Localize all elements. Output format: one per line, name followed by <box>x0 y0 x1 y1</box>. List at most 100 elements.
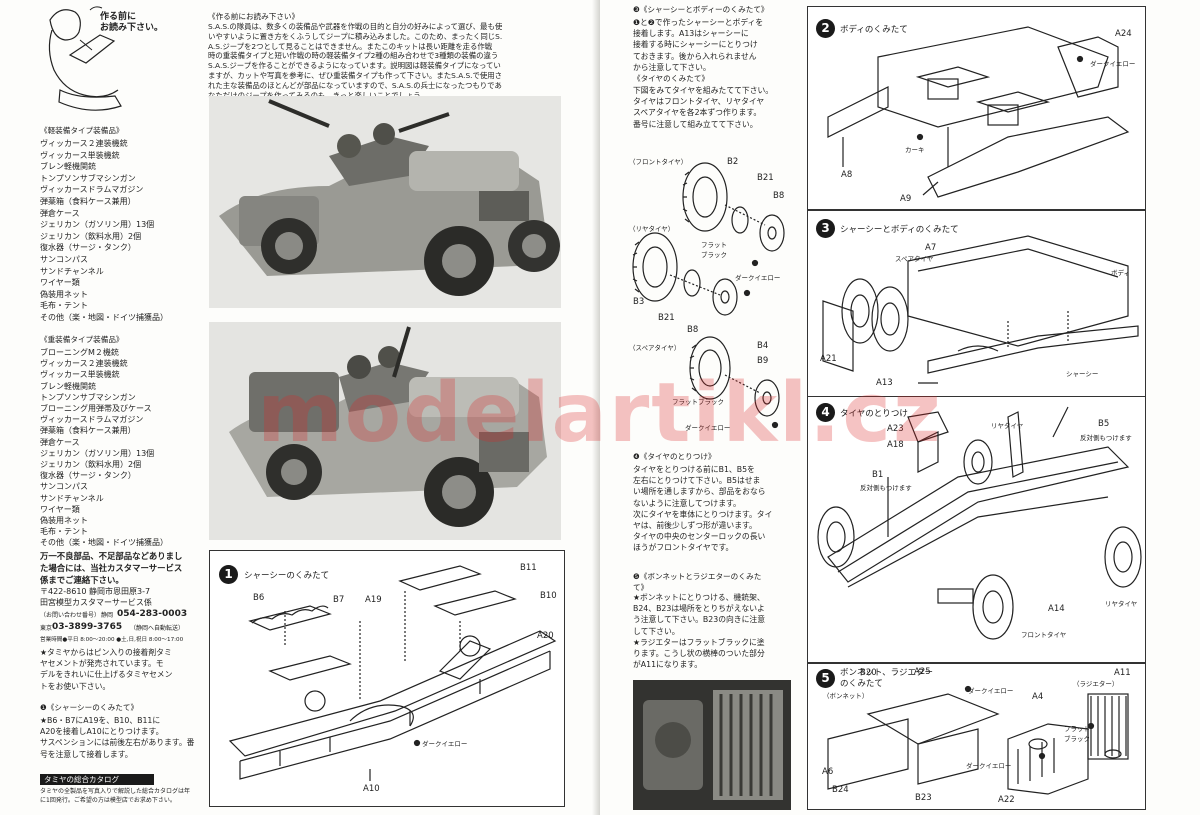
heavy-equipment-list: ブローニングM２機銃 ヴィッカース２連装機銃 ヴィッカース単装機銃 ブレン軽機関… <box>40 348 168 548</box>
header-note: 作る前に お読み下さい。 <box>100 12 164 33</box>
intro-title: 《作る前にお読み下さい》 <box>208 12 300 21</box>
step5-label-radiator: （ラジエター） <box>1073 680 1119 688</box>
step2-label-dark-yellow: ダークイエロー <box>1090 60 1136 68</box>
step1-text-title: ❶《シャーシーのくみたて》 <box>40 703 139 712</box>
label-b11: B11 <box>520 563 537 573</box>
step4-label-a14: A14 <box>1048 604 1065 614</box>
step4-number: 4 <box>816 403 835 422</box>
tire-label-b21b: B21 <box>658 313 675 323</box>
step2-panel: 2 ボディのくみたて A24 ダークイエロー カーキ A8 A9 <box>807 6 1146 210</box>
step4-label-b5-note: 反対側もつけます <box>1080 434 1132 442</box>
step5-label-a22: A22 <box>998 795 1015 805</box>
step3-text-title: ❸《シャーシーとボディーのくみたて》 <box>633 5 769 14</box>
light-equipment-title: 《軽装備タイプ装備品》 <box>40 126 124 135</box>
light-equipment-jeep-photo <box>209 96 561 308</box>
bonnet-radiator-drawing <box>827 685 1129 795</box>
step1-number: 1 <box>219 565 238 584</box>
catalog-title-bar: タミヤの総合カタログ <box>40 774 154 785</box>
step5-label-bonnet: （ボンネット） <box>823 692 869 700</box>
tire-assembly-body: 下図をみてタイヤを組みたてて下さい。 タイヤはフロントタイヤ、リヤタイヤ スペア… <box>633 86 774 129</box>
cement-note: ★タミヤからはピン入りの接着剤タミ ヤセメントが発売されています。モ デルをきれ… <box>40 648 173 691</box>
step5-label-dark-yellow-bottom: ダークイエロー <box>966 762 1012 770</box>
step5-panel: 5 ボンネット、ラジエター のくみたて （ボンネット） B20 A25 ダークイ… <box>807 663 1146 810</box>
step4-panel: 4 タイヤのとりつけ A23 A18 リヤタイヤ B5 反対側もつけま <box>807 396 1146 663</box>
tire-label-dark-yellow-a: ダークイエロー <box>735 274 781 282</box>
step4-label-a23: A23 <box>887 424 904 434</box>
spare-tire-label: （スペアタイヤ） <box>629 344 681 352</box>
step4-text-title: ❹《タイヤのとりつけ》 <box>633 452 716 461</box>
step4-title: タイヤのとりつけ <box>840 409 908 419</box>
label-b6: B6 <box>253 593 265 603</box>
label-a20: A20 <box>537 631 554 641</box>
rear-tire-label: （リヤタイヤ） <box>629 225 675 233</box>
tire-label-b21a: B21 <box>757 173 774 183</box>
tire-assembly-title: 《タイヤのくみたて》 <box>633 74 710 83</box>
step4-label-rear-tire-top: リヤタイヤ <box>991 422 1024 430</box>
step2-label-a9: A9 <box>900 194 912 204</box>
step3-label-a13: A13 <box>876 378 893 388</box>
phone-tokyo-label: 東京 <box>40 625 53 632</box>
phone-shizuoka[interactable]: 054-283-0003 <box>117 609 188 619</box>
tire-label-flat-black-b: フラットブラック <box>672 398 724 406</box>
tire-label-b8a: B8 <box>773 191 785 201</box>
step4-label-b1-note: 反対側もつけます <box>860 484 912 492</box>
tire-label-b8b: B8 <box>687 325 699 335</box>
step5-text-title: ❺《ボンネットとラジエターのくみた て》 <box>633 572 762 592</box>
step4-label-b5: B5 <box>1098 419 1110 429</box>
step2-number: 2 <box>816 19 835 38</box>
step5-label-a6: A6 <box>822 767 834 777</box>
phone-shizuoka-label: 静岡 <box>101 612 114 619</box>
heavy-equipment-title: 《重装備タイプ装備品》 <box>40 335 124 344</box>
step5-label-b23: B23 <box>915 793 932 803</box>
step2-label-khaki: カーキ <box>905 146 925 154</box>
right-page: ❸《シャーシーとボディーのくみたて》 ❶と❷で作ったシャーシーとボディを 接着し… <box>600 0 1200 815</box>
step5-number: 5 <box>816 669 835 688</box>
step4-label-a18: A18 <box>887 440 904 450</box>
label-a10: A10 <box>363 784 380 794</box>
step5-label-flat-black: フラット ブラック <box>1064 725 1090 743</box>
step5-label-b20: B20 <box>860 668 877 678</box>
step3-label-a7: A7 <box>925 243 937 253</box>
step2-label-a8: A8 <box>841 170 853 180</box>
catalog-title: タミヤの総合カタログ <box>44 775 119 784</box>
missing-parts-note: 万一不良部品、不足部品などありまし た場合には、当社カスタマーサービス 係までご… <box>40 551 183 585</box>
step5-text-body: ★ボンネットにとりつける、機銃架、 B24、B23は場所をとりちがえないよ う注… <box>633 593 765 670</box>
step3-text-body: ❶と❷で作ったシャーシーとボディを 接着します。A13はシャーシーに 接着する時… <box>633 18 764 72</box>
step2-title: ボディのくみたて <box>840 25 908 35</box>
step1-title: シャーシーのくみたて <box>244 571 330 581</box>
tire-mounting-drawing <box>817 406 1142 640</box>
step3-panel: 3 シャーシーとボディのくみたて A7 スペアタイヤ ボディ A21 A13 シ… <box>807 210 1146 397</box>
phone-tokyo[interactable]: 03-3899-3765 <box>52 622 123 632</box>
tire-label-b9: B9 <box>757 356 769 366</box>
label-b10: B10 <box>540 591 557 601</box>
step1-text-body: ★B6・B7にA19を、B10、B11に A20を接着しA10にとりつけます。 … <box>40 716 195 759</box>
phone-note-prefix: （お問い合わせ番号） <box>40 612 101 619</box>
heavy-equipment-jeep-photo <box>209 322 561 540</box>
step3-label-a21: A21 <box>820 354 837 364</box>
step3-number: 3 <box>816 219 835 238</box>
tire-assembly-drawing <box>632 162 785 429</box>
step3-label-spare-tire: スペアタイヤ <box>895 255 934 263</box>
step5-label-dark-yellow-top: ダークイエロー <box>968 687 1014 695</box>
step4-text-body: タイヤをとりつける前にB1、B5を 左右にとりつけて下さい。B5はせま い場所を… <box>633 465 773 553</box>
label-dark-yellow: ダークイエロー <box>422 740 468 748</box>
label-b7: B7 <box>333 595 345 605</box>
tire-label-b3: B3 <box>633 297 645 307</box>
left-page: 作る前に お読み下さい。 《作る前にお読み下さい》 S.A.S.の隊員は、数多く… <box>40 6 565 807</box>
step4-label-rear-tire-right: リヤタイヤ <box>1105 600 1138 608</box>
business-hours: 営業時間●平日 8:00〜20:00 ●土,日,祝日 8:00〜17:00 <box>40 637 184 643</box>
tire-label-flat-black-a: フラット ブラック <box>701 241 727 259</box>
service-name: 田宮模型カスタマーサービス係 <box>40 598 152 607</box>
step3-label-body: ボディ <box>1111 269 1131 277</box>
tire-label-b4: B4 <box>757 341 769 351</box>
step5-label-a11: A11 <box>1114 668 1131 678</box>
step5-label-b24: B24 <box>832 785 849 795</box>
step5-title: ボンネット、ラジエター のくみたて <box>840 668 933 689</box>
catalog-body: タミヤの全製品を写真入りで解説した総合カタログは年 に1回発行。ご希望の方は模型… <box>40 788 191 804</box>
postal-address: 〒422-8610 静岡市恩田原3-7 <box>40 587 151 596</box>
tire-label-b2: B2 <box>727 157 739 167</box>
tire-label-dark-yellow-b: ダークイエロー <box>685 424 731 432</box>
step2-label-a24: A24 <box>1115 29 1132 39</box>
step1-panel: 1 シャーシーのくみたて <box>209 550 565 807</box>
intro-body: S.A.S.の隊員は、数多くの装備品や武器を作戦の目的と自分の好みによって選び、… <box>208 22 503 100</box>
